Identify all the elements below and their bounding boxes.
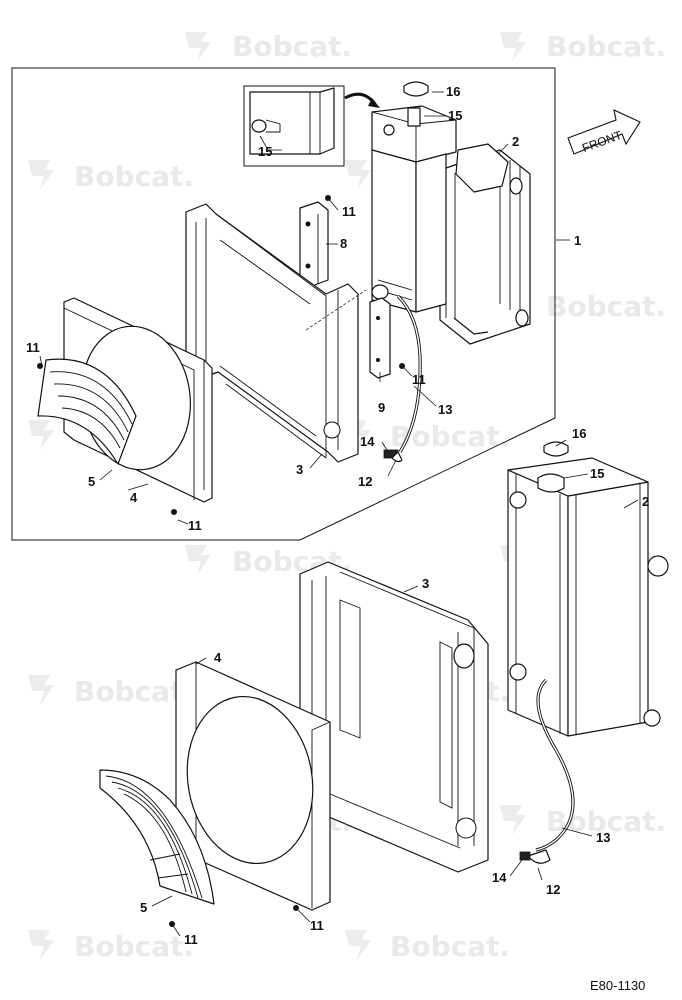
callout-13: 13 bbox=[438, 402, 452, 417]
callout-16: 16 bbox=[572, 426, 586, 441]
bolt bbox=[37, 363, 43, 369]
hose-bottom bbox=[519, 678, 575, 864]
svg-text:Bobcat.: Bobcat. bbox=[74, 675, 194, 708]
fan-guard-top bbox=[37, 358, 137, 465]
svg-text:Bobcat.: Bobcat. bbox=[546, 30, 666, 63]
assembly-boundary bbox=[11, 67, 556, 541]
svg-text:Bobcat.: Bobcat. bbox=[390, 420, 510, 453]
hose-top bbox=[383, 294, 422, 463]
callout-5: 5 bbox=[140, 900, 147, 915]
callout-3: 3 bbox=[296, 462, 303, 477]
frame-top bbox=[185, 203, 367, 463]
radiator-bottom bbox=[507, 441, 669, 737]
svg-text:Bobcat.: Bobcat. bbox=[232, 30, 352, 63]
callout-16: 16 bbox=[446, 84, 460, 99]
callout-11: 11 bbox=[412, 372, 426, 387]
diagram-code: E80-1130 bbox=[590, 978, 645, 993]
svg-text:Bobcat.: Bobcat. bbox=[546, 805, 666, 838]
watermark: Bobcat. bbox=[500, 805, 666, 838]
shroud-bottom bbox=[175, 661, 331, 911]
callout-11: 11 bbox=[184, 932, 198, 947]
watermark: Bobcat. bbox=[345, 930, 510, 963]
shroud-top bbox=[63, 297, 213, 503]
bracket-9 bbox=[369, 297, 391, 379]
watermark: Bobcat. bbox=[28, 675, 194, 708]
callout-12: 12 bbox=[546, 882, 560, 897]
callout-12: 12 bbox=[358, 474, 372, 489]
inset-detail bbox=[243, 85, 380, 167]
callout-11: 11 bbox=[188, 518, 202, 533]
callout-11: 11 bbox=[26, 340, 40, 355]
callout-5: 5 bbox=[88, 474, 95, 489]
bolt bbox=[293, 905, 299, 911]
radiator-top bbox=[439, 143, 531, 345]
callout-9: 9 bbox=[378, 400, 385, 415]
callout-15: 15 bbox=[258, 144, 272, 159]
callout-11: 11 bbox=[342, 204, 356, 219]
callout-15: 15 bbox=[448, 108, 462, 123]
callout-2: 2 bbox=[512, 134, 519, 149]
callout-2: 2 bbox=[642, 494, 649, 509]
watermark: Bobcat. bbox=[28, 930, 194, 963]
callout-15: 15 bbox=[590, 466, 604, 481]
callout-11: 11 bbox=[310, 918, 324, 933]
svg-text:Bobcat.: Bobcat. bbox=[546, 290, 666, 323]
callout-8: 8 bbox=[340, 236, 347, 251]
callout-labels: 1 2 2 3 3 4 4 5 5 8 9 11 11 11 11 11 11 … bbox=[26, 84, 649, 947]
callout-4: 4 bbox=[130, 490, 138, 505]
callout-3: 3 bbox=[422, 576, 429, 591]
fan-guard-bottom bbox=[99, 769, 215, 905]
bolt bbox=[171, 509, 177, 515]
callout-13: 13 bbox=[596, 830, 610, 845]
watermark: Bobcat. bbox=[28, 160, 194, 193]
bracket-8 bbox=[299, 201, 329, 287]
leader-lines bbox=[39, 91, 639, 937]
front-arrow: FRONT bbox=[567, 109, 641, 155]
svg-text:Bobcat.: Bobcat. bbox=[74, 930, 194, 963]
callout-14: 14 bbox=[360, 434, 375, 449]
callout-4: 4 bbox=[214, 650, 222, 665]
callout-1: 1 bbox=[574, 233, 581, 248]
watermark: Bobcat. bbox=[500, 30, 666, 63]
cooler-core-top bbox=[371, 149, 447, 313]
watermark: Bobcat. bbox=[185, 30, 352, 63]
callout-14: 14 bbox=[492, 870, 507, 885]
svg-text:Bobcat.: Bobcat. bbox=[74, 160, 194, 193]
expansion-tank-top bbox=[371, 81, 457, 163]
svg-text:Bobcat.: Bobcat. bbox=[390, 930, 510, 963]
